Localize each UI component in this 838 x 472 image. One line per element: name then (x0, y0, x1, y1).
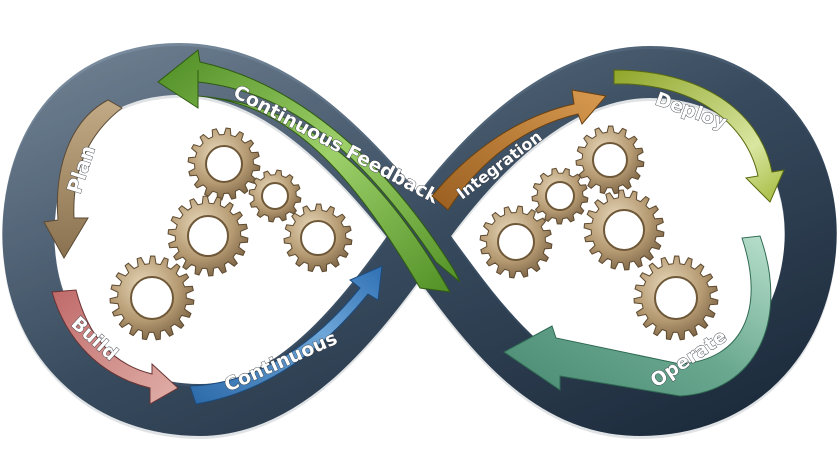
gear-hole (261, 182, 289, 210)
plan-arrow: Plan (43, 99, 123, 259)
gear-hole (187, 215, 229, 257)
gear-hole (592, 142, 628, 178)
gear-hole (654, 276, 698, 320)
gear-hole (205, 145, 243, 183)
gear-hole (603, 209, 645, 251)
gear-hole (130, 276, 174, 320)
gear-hole (545, 181, 575, 211)
gear-cluster (109, 125, 719, 341)
gear-hole (300, 220, 336, 256)
gear-hole (497, 223, 535, 261)
